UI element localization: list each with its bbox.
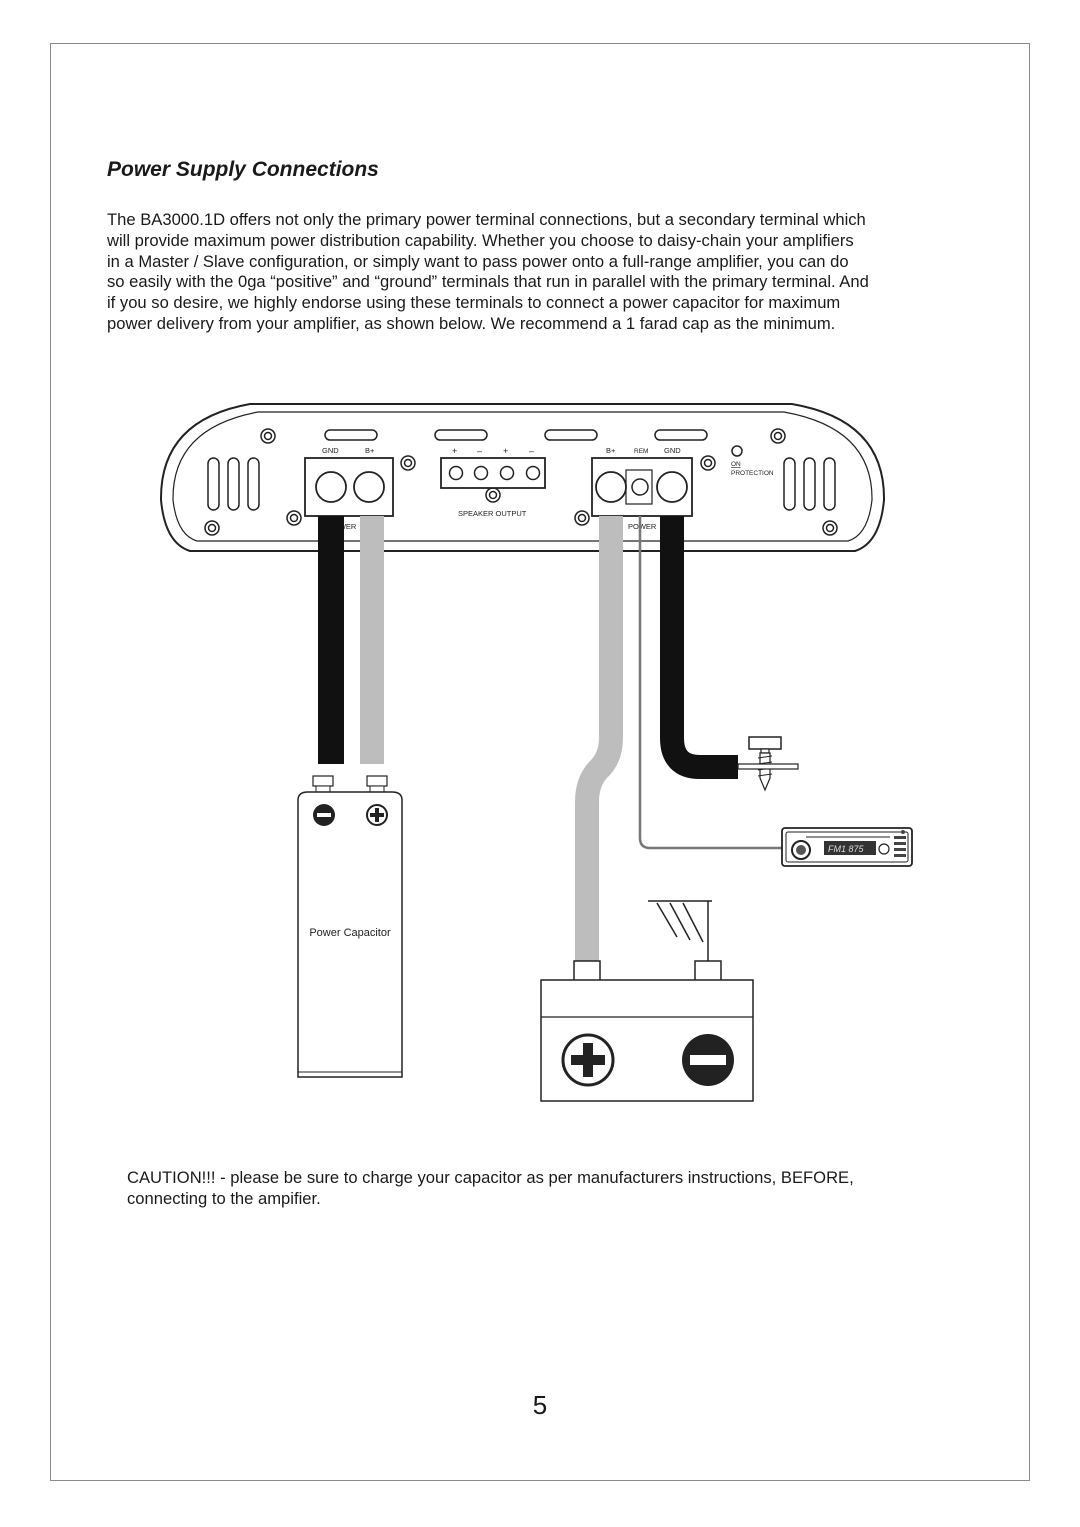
head-unit-display: FM1 875 — [828, 844, 865, 854]
battery — [540, 900, 754, 1102]
cables — [318, 516, 786, 962]
label-right-power: POWER — [628, 522, 657, 531]
caution-line: connecting to the ampifier. — [127, 1188, 321, 1208]
label-left-bplus: B+ — [365, 446, 375, 455]
intro-paragraph: The BA3000.1D offers not only the primar… — [107, 210, 977, 335]
page-number: 5 — [532, 1390, 548, 1420]
label-left-gnd: GND — [322, 446, 339, 455]
label-speaker-minus-1: – — [477, 446, 482, 456]
label-speaker-output: SPEAKER OUTPUT — [458, 509, 527, 518]
page-title: Power Supply Connections — [107, 158, 379, 181]
label-on: ON — [731, 461, 741, 468]
label-right-gnd: GND — [664, 446, 681, 455]
chassis-ground-screw — [737, 736, 799, 792]
head-unit: FM1 875 — [781, 827, 913, 867]
amplifier: GND B+ POWER + – + – SPEAKER OUTPUT B+ R… — [159, 403, 886, 552]
intro-line: The BA3000.1D offers not only the primar… — [107, 210, 866, 229]
caution-line: CAUTION!!! - please be sure to charge yo… — [127, 1168, 854, 1187]
intro-line: power delivery from your amplifier, as s… — [107, 313, 836, 333]
label-right-bplus: B+ — [606, 446, 616, 455]
intro-line: in a Master / Slave configuration, or si… — [107, 251, 849, 271]
intro-line: will provide maximum power distribution … — [107, 230, 854, 250]
page-border — [50, 43, 1030, 1481]
capacitor-label: Power Capacitor — [309, 927, 391, 939]
power-capacitor: Power Capacitor — [297, 775, 403, 1078]
label-speaker-minus-2: – — [529, 446, 534, 456]
intro-line: if you so desire, we highly endorse usin… — [107, 293, 841, 313]
label-speaker-plus-2: + — [503, 446, 508, 456]
label-right-rem: REM — [634, 448, 648, 455]
label-speaker-plus-1: + — [452, 446, 457, 456]
intro-line: so easily with the 0ga “positive” and “g… — [107, 272, 869, 292]
caution-paragraph: CAUTION!!! - please be sure to charge yo… — [127, 1168, 967, 1210]
label-protection: PROTECTION — [731, 470, 774, 477]
